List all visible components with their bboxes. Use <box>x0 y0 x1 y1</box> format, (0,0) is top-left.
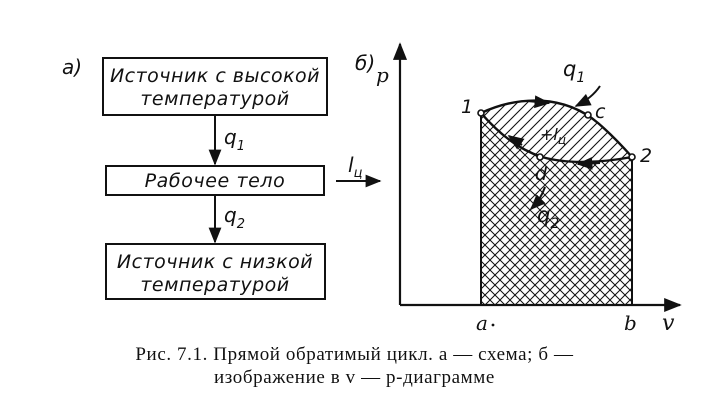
working-body-box <box>105 165 325 196</box>
y-axis-label: p <box>376 63 389 87</box>
upper-direction-arrow <box>526 95 551 109</box>
scheme-work-label: lц <box>348 153 363 181</box>
point-c-label: c <box>595 101 606 123</box>
point-1-label: 1 <box>461 96 473 118</box>
left-direction-arrow <box>507 135 525 150</box>
cold-source-line1: Источник с низкой <box>117 251 313 273</box>
diagram-heat-in-label: q1 <box>563 57 585 86</box>
point-d-label: d <box>535 163 548 185</box>
hot-source-box <box>102 57 328 116</box>
point-a-label: a <box>476 311 488 335</box>
point-c-marker <box>584 111 592 119</box>
diagram-label: б) <box>355 51 375 75</box>
x-axis-label: v <box>662 311 675 336</box>
cycle-work-area <box>481 100 632 162</box>
working-body-label: Рабочее тело <box>145 170 286 192</box>
point-1-marker <box>477 109 485 117</box>
point-2-marker <box>628 153 636 161</box>
hot-source-line2: температурой <box>140 88 289 110</box>
point-d-marker <box>536 153 544 161</box>
scheme-heat-out-label: q2 <box>224 203 245 232</box>
point-b-label: b <box>624 311 637 335</box>
scheme-heat-in-label: q1 <box>224 125 245 154</box>
heat-out-curve-arrow <box>529 186 546 211</box>
point-2-label: 2 <box>640 145 652 167</box>
cold-source-line2: температурой <box>140 274 289 296</box>
area-under-lower-curve <box>481 113 632 305</box>
hot-source-line1: Источник с высокой <box>110 65 320 87</box>
caption-line-1: Рис. 7.1. Прямой обратимый цикл. а — схе… <box>135 344 574 365</box>
cycle-work-label: +lц <box>540 125 566 147</box>
heat-in-curve-arrow <box>574 85 601 107</box>
point-a-dot <box>491 323 495 327</box>
diagram-heat-out-label: q2 <box>537 203 559 232</box>
figure-caption: Рис. 7.1. Прямой обратимый цикл. а — схе… <box>40 343 669 389</box>
lower-direction-arrow <box>576 156 601 170</box>
cold-source-box <box>105 243 326 300</box>
caption-line-2: изображение в v — p-диаграмме <box>214 367 495 388</box>
scheme-label: а) <box>62 55 82 79</box>
